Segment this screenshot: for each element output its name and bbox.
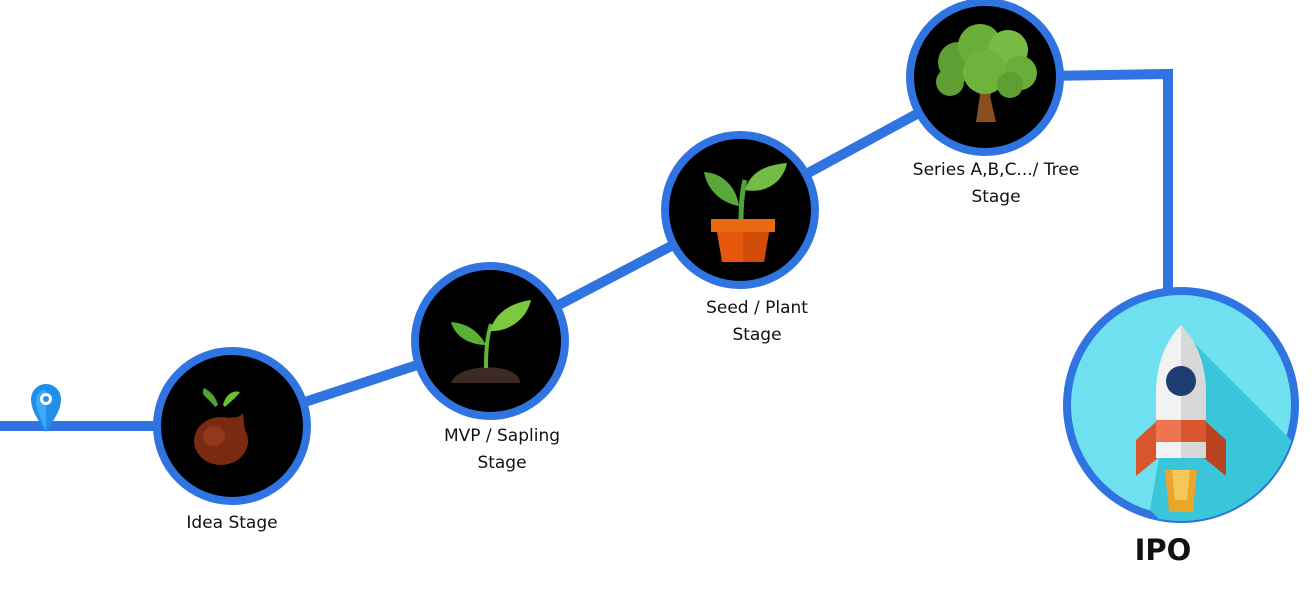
stage-node-mvp-sapling: [411, 262, 569, 420]
stage-node-series-tree: [906, 0, 1064, 156]
stage-label-idea: Idea Stage: [186, 513, 278, 533]
stage-label-series-tree: Series A,B,C.../ Tree Stage: [912, 160, 1080, 207]
ipo-node: [1063, 287, 1299, 523]
stage-node-seed-plant: [661, 131, 819, 289]
seed-icon: [194, 388, 248, 465]
potted-plant-icon: [704, 163, 787, 262]
stage-label-seed-plant: Seed / Plant Stage: [706, 298, 808, 345]
ipo-label: IPO: [1134, 533, 1192, 567]
stage-node-idea: [153, 347, 311, 505]
tree-icon: [936, 24, 1037, 122]
location-pin-icon: [31, 384, 61, 432]
sprout-icon: [451, 300, 531, 383]
stage-label-mvp-sapling: MVP / Sapling Stage: [443, 426, 561, 473]
